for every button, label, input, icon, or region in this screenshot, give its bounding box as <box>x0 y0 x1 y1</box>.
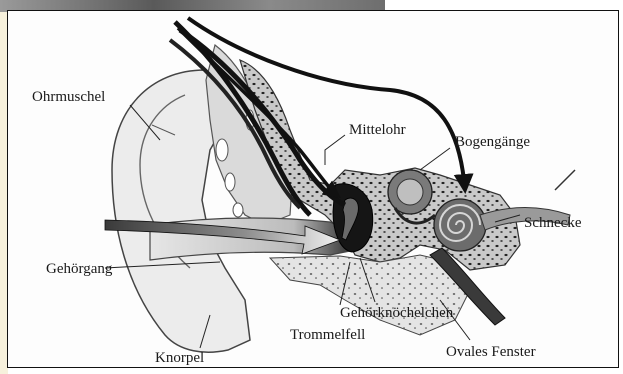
label-gehoergang: Gehörgang <box>46 261 113 277</box>
label-gehoerknoechelchen: Gehörknöchelchen <box>340 305 454 321</box>
cartilage-oval <box>216 139 228 161</box>
label-ovales-fenster: Ovales Fenster <box>446 344 536 360</box>
cochlea <box>434 199 486 251</box>
semicircular-canal-inner <box>397 179 423 205</box>
label-bogengaenge: Bogengänge <box>455 134 530 150</box>
lower-bone-texture <box>270 255 470 335</box>
cartilage-oval <box>233 203 243 217</box>
label-mittelohr: Mittelohr <box>349 122 406 138</box>
leader-bogengaenge <box>420 148 450 170</box>
cartilage-oval <box>225 173 235 191</box>
nerve-line <box>555 170 575 190</box>
label-ohrmuschel: Ohrmuschel <box>32 89 105 105</box>
leader-mittelohr <box>325 135 345 165</box>
label-schnecke: Schnecke <box>524 215 582 231</box>
label-knorpel: Knorpel <box>155 350 204 366</box>
label-trommelfell: Trommelfell <box>290 327 365 343</box>
